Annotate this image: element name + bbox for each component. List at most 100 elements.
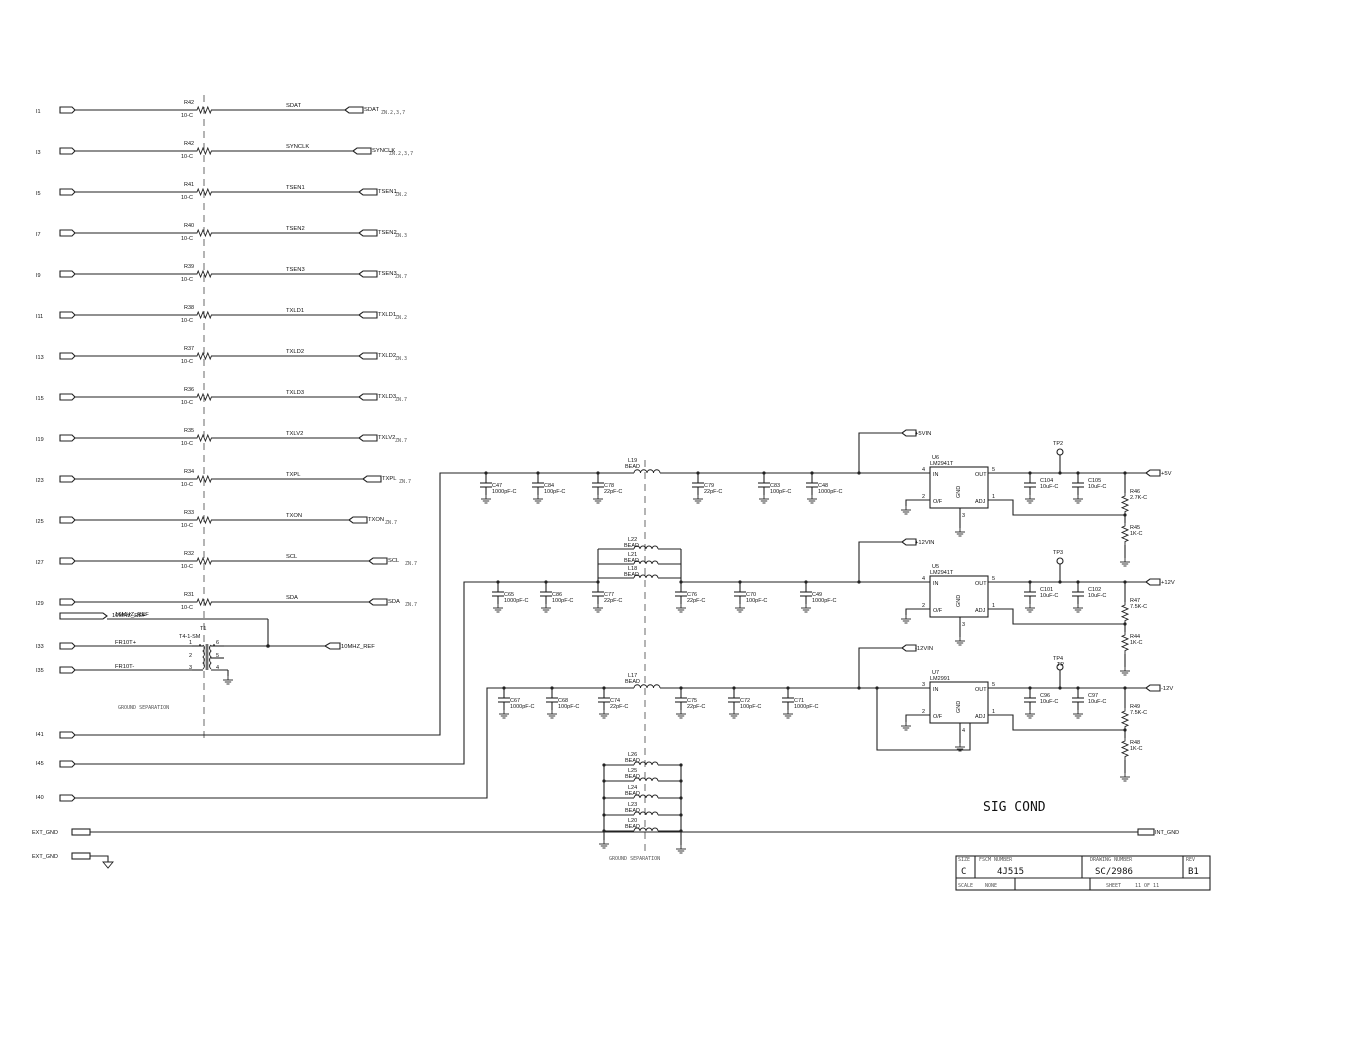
ref-in-port[interactable] <box>59 612 108 620</box>
output-port[interactable] <box>358 434 378 442</box>
bead-value: BEAD <box>624 558 639 564</box>
output-port[interactable] <box>358 270 378 278</box>
output-port[interactable] <box>358 188 378 196</box>
bead-ref: L17 <box>628 673 637 679</box>
ic-pin: IN <box>933 472 939 478</box>
resistor-value: 10-C <box>181 441 193 447</box>
ref-in-net-label: 10MHZ_REF <box>115 612 149 618</box>
net-label: TXLD2 <box>286 349 304 355</box>
resistor-ref: R35 <box>184 428 194 434</box>
pin-port[interactable] <box>59 106 76 114</box>
net-label: TXPL <box>286 472 301 478</box>
pin-port[interactable] <box>59 393 76 401</box>
output-port[interactable] <box>358 229 378 237</box>
capacitor-ref: C47 <box>492 483 502 489</box>
int-gnd-port[interactable] <box>1137 828 1155 836</box>
resistor-ref: R36 <box>184 387 194 393</box>
ground-separation-label-bottom: GROUND SEPARATION <box>609 856 660 862</box>
capacitor-ref: C76 <box>687 592 697 598</box>
pin-port[interactable] <box>59 557 76 565</box>
zone-note: ZN.7 <box>405 602 417 608</box>
output-port[interactable] <box>352 147 372 155</box>
resistor-ref: R34 <box>184 469 194 475</box>
ext-gnd-port-2[interactable] <box>71 852 91 860</box>
pin-port[interactable] <box>59 352 76 360</box>
capacitor-value: 1000pF-C <box>504 598 528 604</box>
pin-port[interactable] <box>59 188 76 196</box>
ic-part: LM2941T <box>930 570 954 576</box>
zone-note: ZN.7 <box>395 438 407 444</box>
pin-port[interactable] <box>59 598 76 606</box>
net-label: SCL <box>286 554 298 560</box>
output-port[interactable] <box>344 106 364 114</box>
net-label: TXON <box>286 513 302 519</box>
bead-value: BEAD <box>624 572 639 578</box>
int-gnd-label: INT_GND <box>1155 830 1179 836</box>
ref-out-port[interactable] <box>323 642 341 650</box>
pin-i33-port[interactable] <box>59 642 76 650</box>
capacitor-ref: C105 <box>1088 478 1101 484</box>
output-port[interactable] <box>348 516 368 524</box>
capacitor-ref: C104 <box>1040 478 1053 484</box>
vout-port[interactable] <box>1145 684 1161 692</box>
output-port[interactable] <box>358 352 378 360</box>
vin-port-label: -12VIN <box>915 646 933 652</box>
output-port[interactable] <box>368 598 388 606</box>
ic-ref: U5 <box>932 564 939 570</box>
pin-i41-port[interactable] <box>59 731 76 739</box>
output-port[interactable] <box>358 311 378 319</box>
tb-fscm-label: FSCM NUMBER <box>979 857 1013 863</box>
svg-text:2: 2 <box>189 653 192 659</box>
output-port[interactable] <box>362 475 382 483</box>
pin-port[interactable] <box>59 516 76 524</box>
output-port-label: TXLV2 <box>378 435 395 441</box>
ic-pin: IN <box>933 581 939 587</box>
resistor-ref: R31 <box>184 592 194 598</box>
ground-separation-label-top: GROUND SEPARATION <box>118 705 169 711</box>
capacitor-ref: C70 <box>746 592 756 598</box>
vin-port[interactable] <box>901 644 917 652</box>
resistor-ref: R47 <box>1130 598 1140 604</box>
capacitor-value: 10uF-C <box>1088 593 1106 599</box>
resistor-value: 2.7K-C <box>1130 495 1147 501</box>
vin-port[interactable] <box>901 538 917 546</box>
resistor-ref: R46 <box>1130 489 1140 495</box>
pin-label-i41: I41 <box>36 732 44 738</box>
tb-fscm: 4J515 <box>997 867 1024 877</box>
resistor-value: 10-C <box>181 523 193 529</box>
output-port[interactable] <box>358 393 378 401</box>
ic-pin: IN <box>933 687 939 693</box>
pin-i40-port[interactable] <box>59 794 76 802</box>
capacitor-value: 22pF-C <box>604 489 622 495</box>
pin-port[interactable] <box>59 311 76 319</box>
ic-pin: OUT <box>975 581 987 587</box>
pin-port[interactable] <box>59 434 76 442</box>
vout-port[interactable] <box>1145 578 1161 586</box>
pin-i35-port[interactable] <box>59 666 76 674</box>
pin-label-i35: I35 <box>36 668 44 674</box>
pin-port[interactable] <box>59 229 76 237</box>
vin-port[interactable] <box>901 429 917 437</box>
ext-gnd-port-1[interactable] <box>71 828 91 836</box>
pin-i45-port[interactable] <box>59 760 76 768</box>
pin-port[interactable] <box>59 147 76 155</box>
pin-port[interactable] <box>59 270 76 278</box>
capacitor-ref: C72 <box>740 698 750 704</box>
resistor-value: 10-C <box>181 400 193 406</box>
output-port-label: TXLD1 <box>378 312 396 318</box>
ext-gnd-label-2: EXT_GND <box>32 854 58 860</box>
regulator-sections: L19BEADC471000pF-CC84100pF-CC7822pF-CC79… <box>440 429 1175 782</box>
resistor-value: 10-C <box>181 277 193 283</box>
capacitor-ref: C86 <box>552 592 562 598</box>
capacitor-ref: C84 <box>544 483 554 489</box>
svg-text:1: 1 <box>189 640 192 646</box>
regulator-reg12: L22BEADL21BEADL18BEADC651000pF-CC86100pF… <box>464 537 1175 676</box>
capacitor-value: 1000pF-C <box>794 704 818 710</box>
capacitor-value: 1000pF-C <box>812 598 836 604</box>
ic-pin-number: 3 <box>962 622 965 628</box>
capacitor-ref: C101 <box>1040 587 1053 593</box>
output-port[interactable] <box>368 557 388 565</box>
pin-port[interactable] <box>59 475 76 483</box>
vout-port[interactable] <box>1145 469 1161 477</box>
